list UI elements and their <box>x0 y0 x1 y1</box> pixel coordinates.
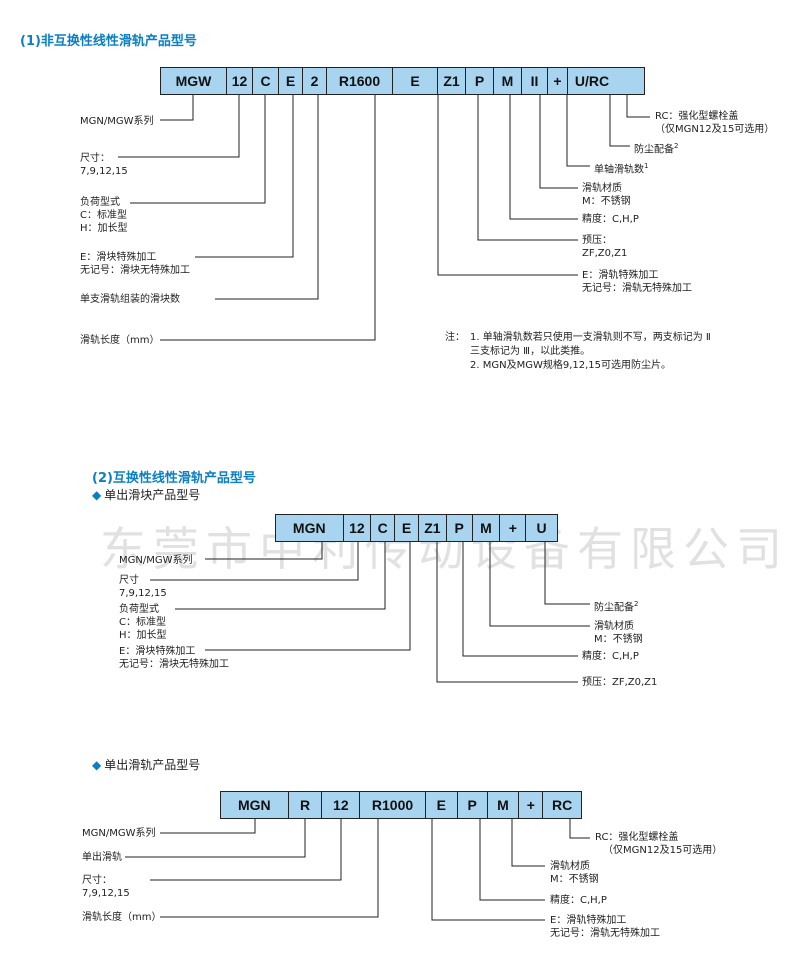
section2-code-bar: MGN 12 C E Z1 P M + U <box>275 514 558 542</box>
code-segment: E <box>395 515 419 541</box>
code-segment: Z1 <box>419 515 447 541</box>
code-segment: C <box>371 515 396 541</box>
label-dust-protection: 防尘配备2 <box>594 600 639 614</box>
code-segment: 12 <box>344 515 372 541</box>
code-segment: R1600 <box>327 68 393 94</box>
code-segment: E <box>426 792 458 818</box>
label-bolt-cap: RC：强化型螺栓盖（仅MGN12及15可选用） <box>595 832 723 856</box>
code-segment: II <box>522 68 548 94</box>
label-block-count: 单支滑轨组装的滑块数 <box>80 294 180 305</box>
label-rail-length: 滑轨长度（mm） <box>82 912 162 923</box>
label-bolt-cap: RC：强化型螺栓盖（仅MGN12及15可选用） <box>655 111 775 135</box>
label-preload: 预压：ZF,Z0,Z1 <box>582 677 658 688</box>
code-segment: RC <box>552 797 573 813</box>
code-segment: M <box>494 68 522 94</box>
code-segment: M <box>488 792 520 818</box>
code-segment: 12 <box>322 792 361 818</box>
label-precision: 精度：C,H,P <box>582 651 639 662</box>
code-segment: M <box>473 515 501 541</box>
label-block-processing: E：滑块特殊加工无记号：滑块无特殊加工 <box>119 646 229 670</box>
diamond-bullet-icon: ◆ <box>92 488 102 502</box>
label-precision: 精度：C,H,P <box>550 895 607 906</box>
code-segment: E <box>279 68 303 94</box>
label-block-processing: E：滑块特殊加工无记号：滑块无特殊加工 <box>80 252 190 276</box>
code-segment: U/RC <box>574 73 610 89</box>
label-series: MGN/MGW系列 <box>80 116 154 127</box>
code-segment: MGN <box>276 515 344 541</box>
label-dust-protection: 防尘配备2 <box>634 142 679 156</box>
label-size: 尺寸：7,9,12,15 <box>80 153 128 177</box>
notes-prefix: 注： <box>445 332 465 343</box>
section1-title: (1)非互换性线性滑轨产品型号 <box>20 34 197 49</box>
label-single-rail: 单出滑轨 <box>82 852 122 863</box>
code-segment: Z1 <box>438 68 466 94</box>
code-segment: E <box>393 68 438 94</box>
section2-block-title: ◆单出滑块产品型号 <box>92 488 201 502</box>
label-rail-length: 滑轨长度（mm） <box>80 335 160 346</box>
label-size: 尺寸：7,9,12,15 <box>82 875 130 899</box>
notes-block: 1. 单轴滑轨数若只使用一支滑轨则不写，两支标记为 Ⅱ 三支标记为 Ⅲ，以此类推… <box>470 332 711 371</box>
label-rail-count: 单轴滑轨数1 <box>594 162 649 176</box>
code-segment: C <box>253 68 279 94</box>
label-rail-processing: E：滑轨特殊加工无记号：滑轨无特殊加工 <box>582 270 692 294</box>
label-rail-processing: E：滑轨特殊加工无记号：滑轨无特殊加工 <box>550 915 660 939</box>
section2-title: (2)互换性线性滑轨产品型号 <box>92 471 256 486</box>
section3-block-title: ◆单出滑轨产品型号 <box>92 758 201 772</box>
code-segment: + <box>548 68 568 94</box>
label-series: MGN/MGW系列 <box>119 555 193 566</box>
code-segment: U <box>536 520 547 536</box>
code-segment: 2 <box>303 68 327 94</box>
code-segment: 12 <box>227 68 253 94</box>
code-segment: P <box>466 68 494 94</box>
label-precision: 精度：C,H,P <box>582 214 639 225</box>
code-segment: R1000 <box>360 792 426 818</box>
code-segment: MGW <box>161 68 227 94</box>
code-segment: + <box>500 515 527 541</box>
code-segment: R <box>289 792 323 818</box>
code-segment: MGN <box>221 792 289 818</box>
code-segment: + <box>519 792 544 818</box>
code-segment: P <box>447 515 473 541</box>
label-series: MGN/MGW系列 <box>82 828 156 839</box>
section3-code-bar: MGN R 12 R1000 E P M + RC <box>220 791 582 819</box>
code-segment: P <box>458 792 488 818</box>
diamond-bullet-icon: ◆ <box>92 758 102 772</box>
section1-code-bar: MGW 12 C E 2 R1600 E Z1 P M II + U/RC <box>160 67 645 95</box>
label-preload: 预压：ZF,Z0,Z1 <box>582 235 628 259</box>
